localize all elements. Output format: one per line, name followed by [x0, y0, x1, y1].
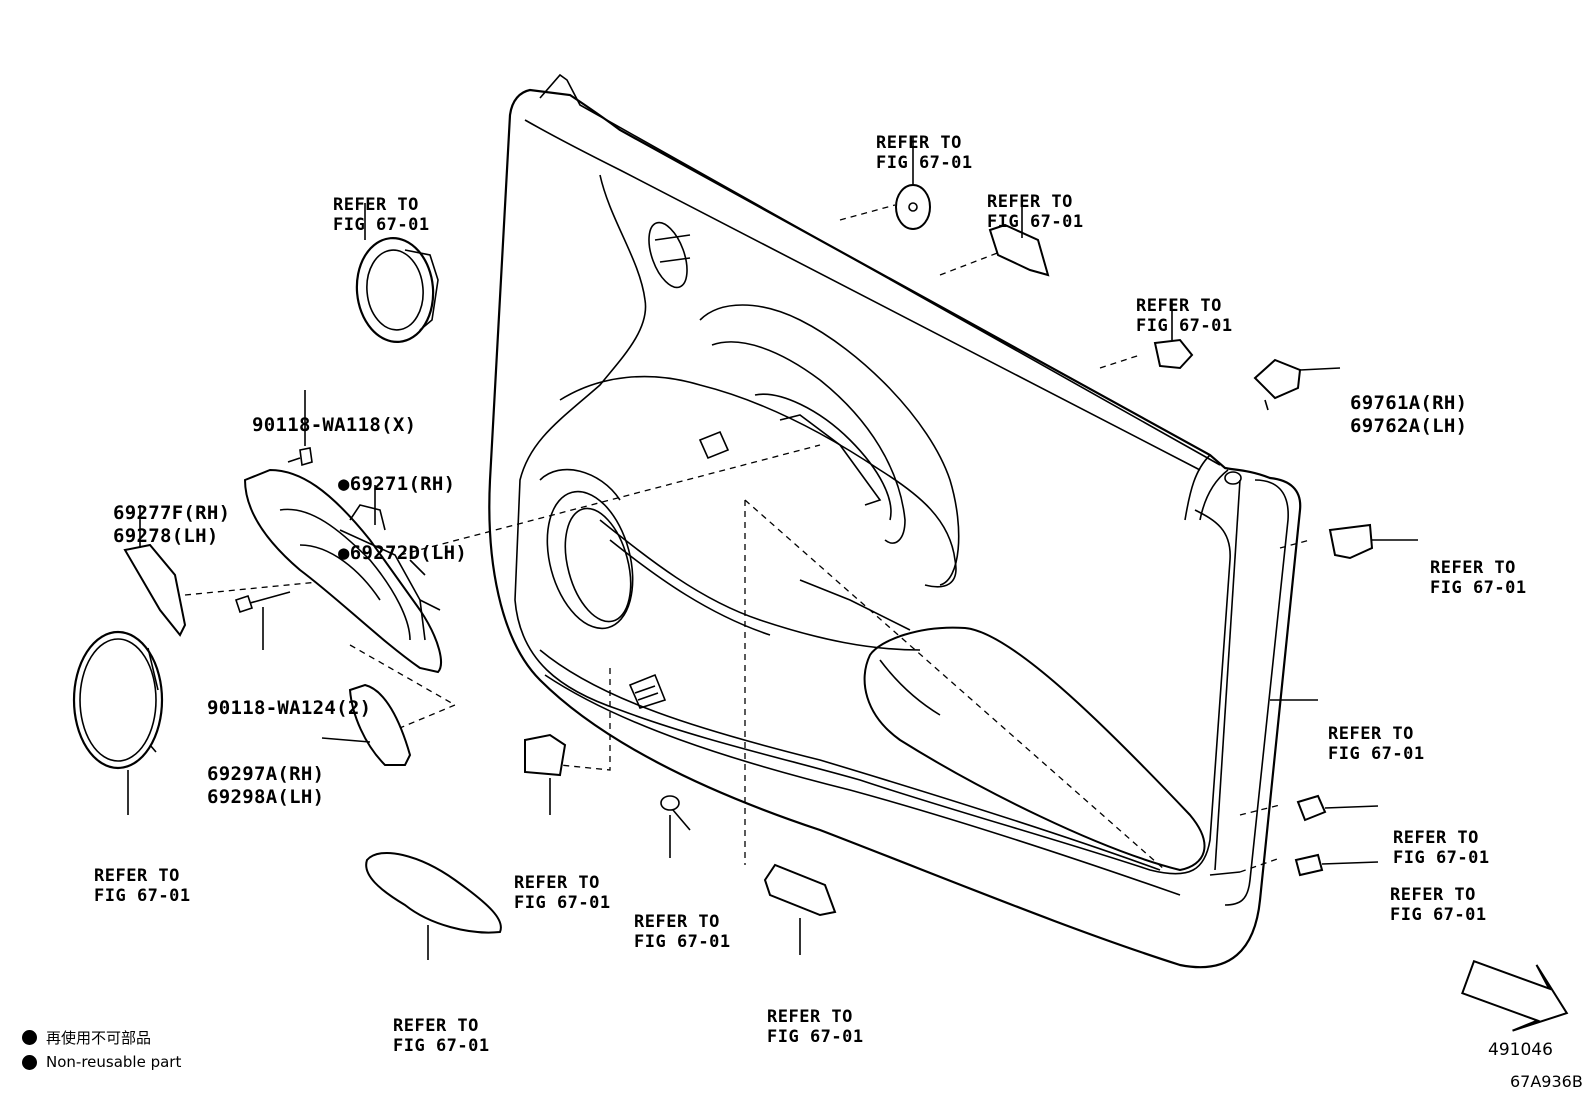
- non-reusable-mark: ●: [338, 542, 350, 564]
- reference-number: 491046: [1488, 1040, 1553, 1060]
- legend-en: Non-reusable part: [22, 1053, 181, 1071]
- part-label-69761a-69762a: 69761A(RH)69762A(LH): [1350, 392, 1468, 437]
- trim-clip-bottom: [524, 733, 691, 858]
- lower-garnish: [365, 852, 502, 960]
- non-reusable-mark: ●: [338, 473, 350, 495]
- pocket-trim: [763, 863, 837, 955]
- handle-cover-small: [123, 505, 187, 637]
- inside-handle-bezel: [234, 390, 442, 674]
- part-label-69297a-69298a: 69297A(RH)69298A(LH): [207, 763, 325, 808]
- figure-code: 67A936B: [1510, 1072, 1583, 1091]
- part-label-69277f-69278: 69277F(RH)69278(LH): [113, 502, 231, 547]
- part-label-69271-69272d: ●69271(RH) ●69272D(LH): [338, 473, 468, 564]
- top-clips: [895, 137, 1418, 877]
- bullet-icon: [22, 1030, 37, 1045]
- assembly-leader-lines: [184, 204, 1311, 873]
- bullet-icon: [22, 1054, 37, 1070]
- part-label-90118-wa118: 90118-WA118(X): [252, 414, 417, 436]
- part-label-90118-wa124: 90118-WA124(2): [207, 697, 372, 719]
- front-direction-arrow-icon: [1461, 959, 1569, 1032]
- tweeter-speaker: [355, 203, 439, 344]
- door-trim-panel: [488, 73, 1302, 969]
- pull-handle-cover: [321, 683, 412, 766]
- speaker-grille-ring: [72, 630, 164, 815]
- legend-jp: 再使用不可部品: [22, 1027, 151, 1048]
